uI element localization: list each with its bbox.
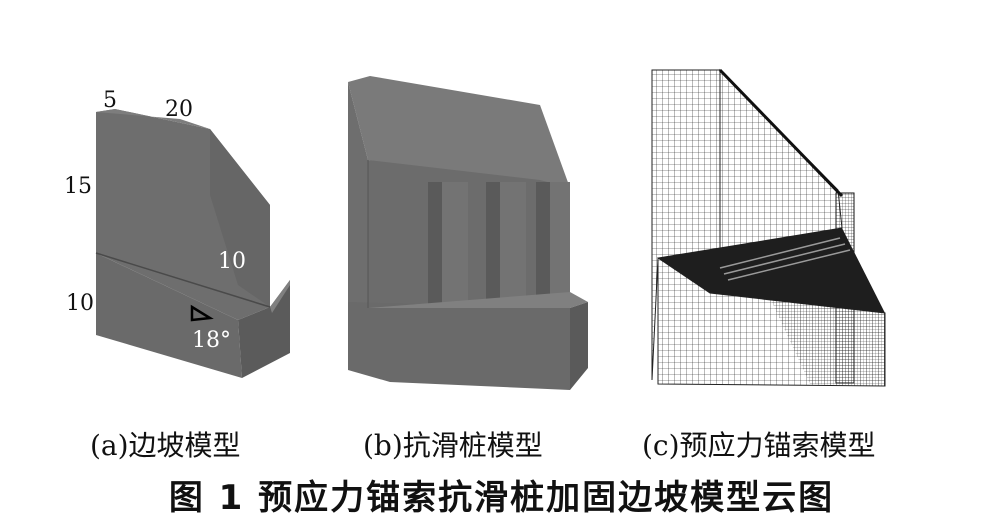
dim-label-10-lower: 10 [66, 291, 94, 316]
mesh-upper-face [719, 68, 843, 249]
pile-columns [428, 182, 570, 314]
figure-title: 图 1 预应力锚索抗滑桩加固边坡模型云图 [168, 478, 835, 518]
angle-marker-icon [190, 304, 214, 322]
pile-base-side [570, 302, 588, 390]
base-front-face [96, 253, 242, 378]
anchor-cables [719, 237, 851, 281]
mesh-lower-dense [770, 298, 885, 386]
slope-edge-line [718, 68, 844, 198]
dim-label-5: 5 [103, 88, 117, 113]
slope-model-diagram: 5 20 15 10 10 18° [64, 88, 290, 378]
sliding-surface-line [95, 252, 271, 308]
caption-panel-a: (a)边坡模型 [90, 429, 241, 462]
pile-base-front [348, 302, 570, 390]
pile-model-diagram [348, 76, 588, 390]
dim-label-20: 20 [165, 97, 193, 122]
pile-front-face [348, 82, 368, 308]
pile-top-face [348, 76, 570, 188]
slope-incline-face [210, 129, 270, 307]
dim-label-15: 15 [64, 174, 92, 199]
slope-top-face [96, 109, 210, 129]
sliding-surface-plane [658, 228, 885, 313]
caption-panel-c: (c)预应力锚索模型 [642, 429, 876, 462]
dim-label-10-upper: 10 [218, 249, 246, 274]
pile-base-top [368, 292, 588, 308]
angle-label: 18° [192, 328, 231, 353]
anchor-cable-mesh-diagram [651, 68, 886, 387]
base-step-top [270, 280, 290, 313]
caption-panel-b: (b)抗滑桩模型 [363, 429, 543, 462]
